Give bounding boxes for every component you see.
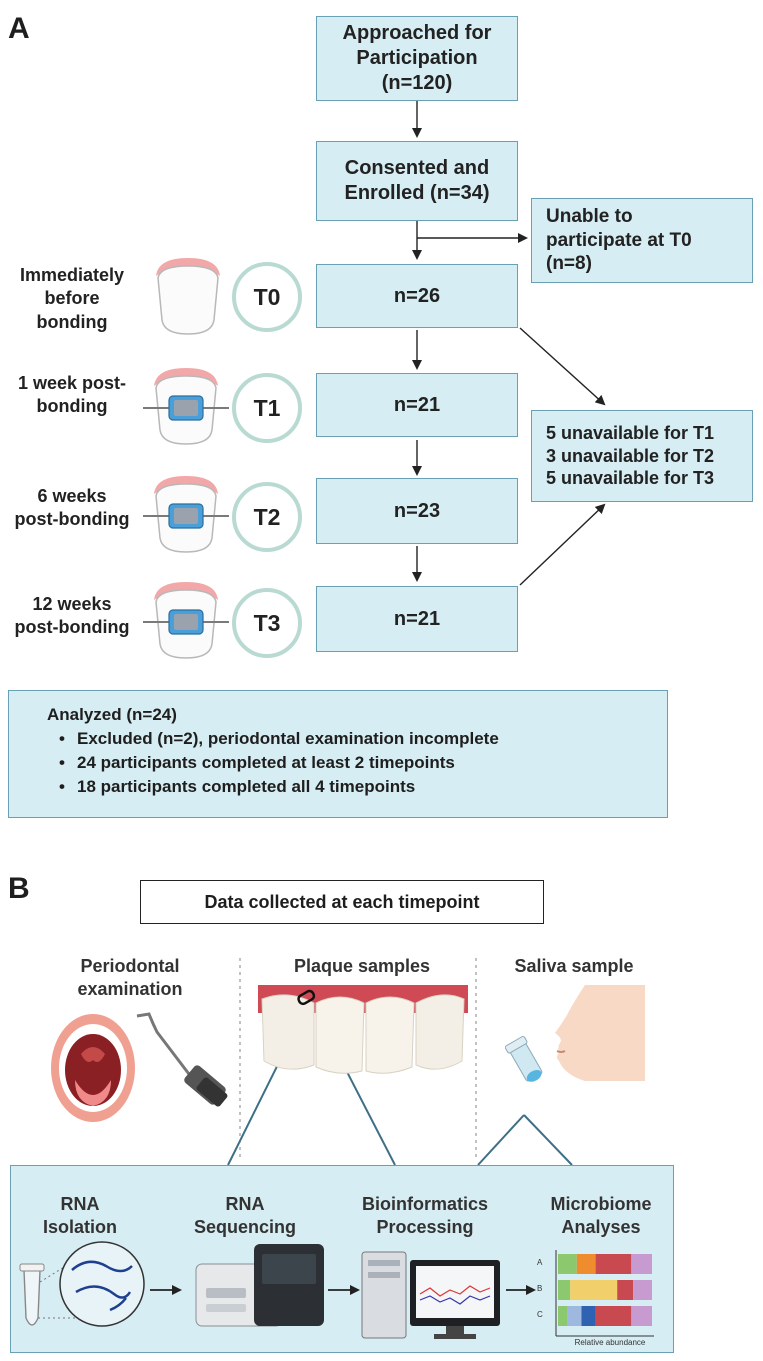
list-item: 18 participants completed all 4 timepoin… [47,775,667,799]
consented-box: Consented and Enrolled (n=34) [316,141,518,221]
t3-label: 12 weeks post-bonding [14,594,130,638]
abundance-segment [631,1254,652,1274]
open-mouth-probe-icon [51,1012,228,1122]
list-item: 24 participants completed at least 2 tim… [47,751,667,775]
abundance-segment [633,1280,652,1300]
timepoint-circle-t2: T2 [232,482,302,552]
tooth-icon [156,258,220,335]
abundance-segment [570,1280,618,1300]
unavailable-box: 5 unavailable for T1 3 unavailable for T… [531,410,753,502]
t2-label: 6 weeks post-bonding [14,486,130,530]
abundance-segment [558,1280,571,1300]
timepoint-circle-t3: T3 [232,588,302,658]
analyzed-title: Analyzed (n=24) [47,705,177,724]
workflow-icons [19,1241,654,1339]
timepoint-circle-t1: T1 [232,373,302,443]
count-box-t3: n=21 [316,586,518,652]
source-saliva: Saliva sample [514,956,634,976]
abundance-segment [617,1280,634,1300]
tooth-bracket-icon [143,476,229,553]
tooth-bracket-icon [143,368,229,445]
abundance-segment [576,1254,596,1274]
t0-label: Immediately before bonding [19,265,125,332]
unable-box: Unable to participate at T0 (n=8) [531,198,753,283]
analyzed-box: Analyzed (n=24) Excluded (n=2), periodon… [8,690,668,818]
abundance-row-label-c: C [537,1310,543,1319]
timepoint-circle-t0: T0 [232,262,302,332]
computer-icon [361,1251,500,1339]
list-item: Excluded (n=2), periodontal examination … [47,727,667,751]
approached-box: Approached for Participation (n=120) [316,16,518,101]
arrow-t3-unavailable [519,503,606,586]
tooth-bracket-icon [143,582,229,659]
analyzed-list: Excluded (n=2), periodontal examination … [47,727,667,799]
panel-b-letter: B [8,872,30,905]
abundance-row-label-a: A [537,1258,543,1267]
abundance-segment [567,1306,582,1326]
abundance-segment [558,1306,568,1326]
source-periodontal: Periodontal examination [77,956,183,999]
panel-a-letter: A [8,12,30,45]
rna-tube-icon [19,1241,145,1327]
count-box-t1: n=21 [316,373,518,437]
plaque-teeth-icon [258,985,468,1074]
abundance-segment [595,1254,632,1274]
abundance-chart-icon [555,1250,654,1337]
abundance-segment [558,1254,577,1274]
count-box-t2: n=23 [316,478,518,544]
face-saliva-icon [505,985,645,1082]
abundance-xlabel: Relative abundance [574,1338,646,1347]
abundance-row-label-b: B [537,1284,543,1293]
abundance-segment [631,1306,652,1326]
panel-b-header: Data collected at each timepoint [140,880,544,924]
count-box-t0: n=26 [316,264,518,328]
arrow-t0-unavailable [519,327,606,406]
abundance-segment [595,1306,632,1326]
t1-label: 1 week post- bonding [17,373,127,417]
abundance-segment [581,1306,596,1326]
source-plaque: Plaque samples [293,956,431,976]
sequencer-icon [195,1244,324,1327]
flow-arrows [412,101,606,586]
